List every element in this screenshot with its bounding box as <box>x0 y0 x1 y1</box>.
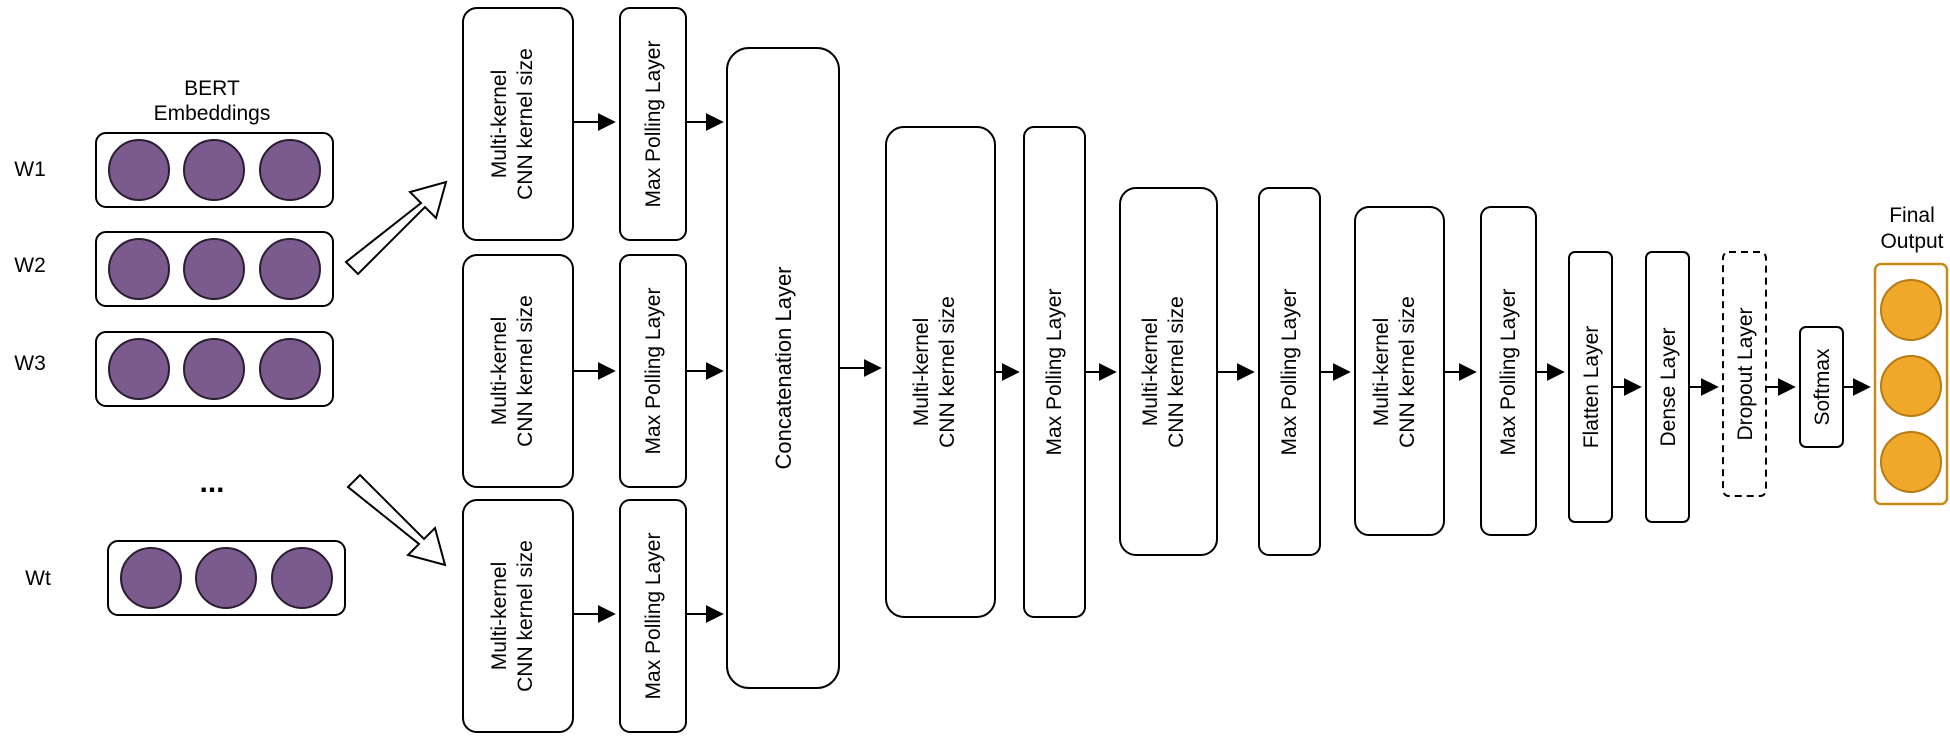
stage1-cnn-label-line2: CNN kernel size <box>936 296 959 448</box>
block-arrow-up <box>344 180 448 276</box>
word-label-w3: W3 <box>14 352 46 375</box>
branch1-cnn-label-line2: CNN kernel size <box>514 48 537 200</box>
embedding-w1 <box>95 132 334 208</box>
flatten-layer-label: Flatten Layer <box>1580 326 1603 449</box>
stage1-cnn-label-line1: Multi-kernel <box>910 318 933 427</box>
dense-layer-label: Dense Layer <box>1657 327 1680 446</box>
embeddings-ellipsis: ... <box>199 466 224 499</box>
final-output-title-line1: Final <box>1889 204 1935 227</box>
word-label-w2: W2 <box>14 254 46 277</box>
embedding-w3 <box>95 331 334 407</box>
branch1-pool-box <box>619 7 687 241</box>
branch3-cnn-label-line2: CNN kernel size <box>514 540 537 692</box>
word-label-w1: W1 <box>14 158 46 181</box>
branch2-cnn-label-line2: CNN kernel size <box>514 295 537 447</box>
branch3-pool-box <box>619 499 687 733</box>
stage3-cnn-label-line1: Multi-kernel <box>1370 318 1393 427</box>
stage2-cnn-label-line2: CNN kernel size <box>1165 296 1188 448</box>
stage2-cnn-label-line1: Multi-kernel <box>1139 318 1162 427</box>
word-label-wt: Wt <box>25 567 51 590</box>
branch2-cnn-label-line1: Multi-kernel <box>488 317 511 426</box>
final-output-box <box>1873 262 1949 506</box>
final-output-title-line2: Output <box>1880 230 1943 253</box>
branch3-pool-label: Max Polling Layer <box>642 533 665 700</box>
dropout-layer-box <box>1722 251 1767 497</box>
branch1-cnn-box <box>462 7 574 241</box>
branch3-cnn-box <box>462 499 574 733</box>
stage3-pool-label: Max Polling Layer <box>1497 289 1520 456</box>
embeddings-title-line2: Embeddings <box>154 102 271 125</box>
embedding-w2 <box>95 231 334 307</box>
branch1-cnn-label-line1: Multi-kernel <box>488 70 511 179</box>
stage1-pool-label: Max Polling Layer <box>1043 289 1066 456</box>
embeddings-title-line1: BERT <box>184 77 240 100</box>
concatenation-layer-label: Concatenation Layer <box>771 266 796 469</box>
block-arrow-down <box>346 473 447 567</box>
stage3-cnn-label-line2: CNN kernel size <box>1396 296 1419 448</box>
dropout-layer-label: Dropout Layer <box>1734 307 1757 440</box>
stage2-pool-label: Max Polling Layer <box>1278 289 1301 456</box>
branch3-cnn-label-line1: Multi-kernel <box>488 562 511 671</box>
branch1-pool-label: Max Polling Layer <box>642 41 665 208</box>
branch2-pool-label: Max Polling Layer <box>642 288 665 455</box>
embedding-wt <box>107 540 346 616</box>
softmax-label: Softmax <box>1811 348 1834 426</box>
